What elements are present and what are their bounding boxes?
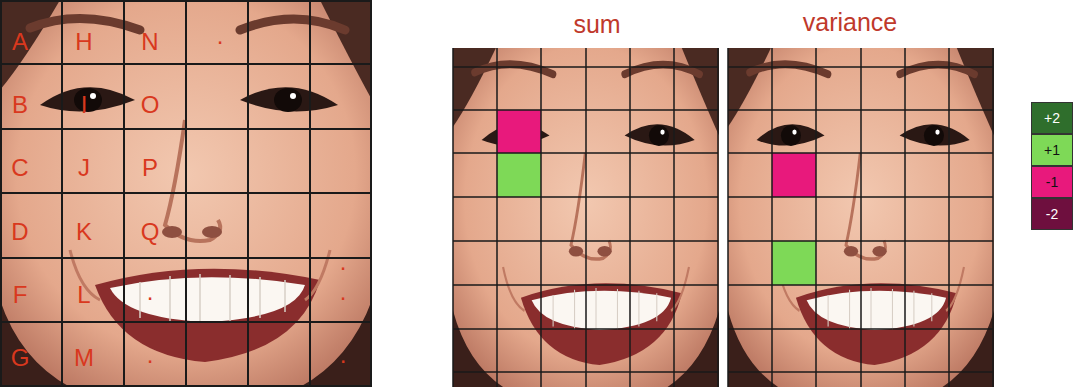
legend-swatch: +2	[1031, 102, 1073, 134]
cell-letter: C	[11, 156, 28, 180]
legend-text: -1	[1046, 175, 1058, 189]
cell-letter: .	[340, 250, 347, 274]
cell-letter: P	[142, 156, 158, 180]
cell-letter: K	[76, 220, 92, 244]
cell-letter: N	[141, 30, 158, 54]
legend-swatch: +1	[1031, 134, 1073, 166]
cell-letter: L	[77, 283, 90, 307]
legend-text: -2	[1046, 207, 1058, 221]
cell-letter: .	[340, 280, 347, 304]
cell-letter: F	[13, 283, 28, 307]
cell-letter: Q	[141, 220, 160, 244]
legend-swatch: -1	[1031, 166, 1073, 198]
legend-text: +1	[1044, 143, 1060, 157]
cell-letter: .	[217, 24, 224, 48]
cell-letter: A	[12, 30, 28, 54]
cell-letter: J	[78, 156, 90, 180]
cell-letter: O	[141, 93, 160, 117]
cell-letter: .	[147, 343, 154, 367]
cell-letter: H	[75, 30, 92, 54]
cell-letter: I	[81, 93, 88, 117]
panel-title: variance	[800, 10, 901, 35]
legend-text: +2	[1044, 111, 1060, 125]
cell-letter: B	[12, 93, 28, 117]
cell-letter: D	[11, 220, 28, 244]
cell-letter: G	[11, 346, 30, 370]
cell-letter: .	[340, 343, 347, 367]
cell-letter: M	[74, 346, 94, 370]
cell-letter: .	[147, 280, 154, 304]
legend-swatch: -2	[1031, 198, 1073, 230]
panel-title: sum	[570, 12, 623, 37]
